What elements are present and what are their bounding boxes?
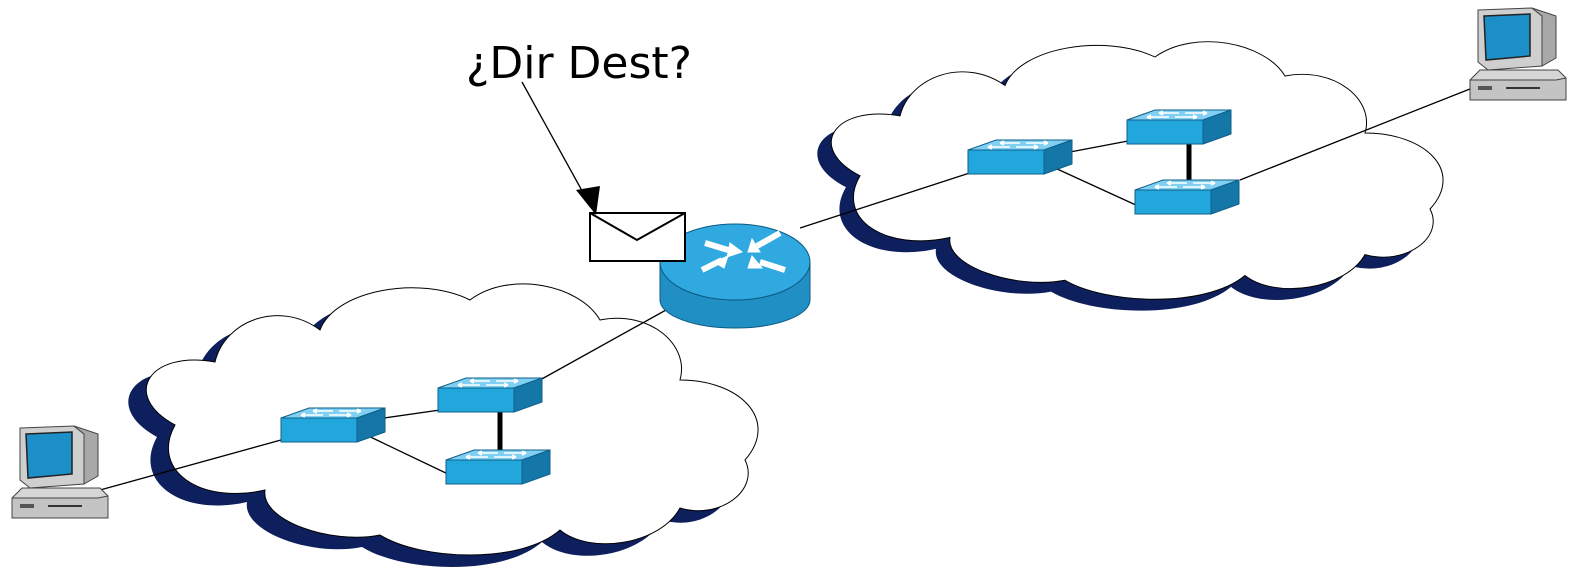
computer-icon-left — [11, 425, 109, 519]
switch-icon — [280, 407, 386, 443]
network-cloud-left — [128, 283, 759, 567]
destination-question-label: ¿Dir Dest? — [466, 38, 692, 89]
switch-icon — [1126, 109, 1232, 145]
switch-icon — [967, 139, 1073, 175]
computer-icon-right — [1469, 7, 1567, 101]
switch-icon — [445, 449, 551, 485]
callout-pointer — [521, 81, 600, 215]
router-icon — [659, 223, 811, 329]
network-cloud-right — [817, 41, 1444, 311]
switch-icon — [437, 377, 543, 413]
network-links — [99, 84, 1481, 491]
switch-icon — [1134, 179, 1240, 215]
envelope-icon — [589, 212, 686, 262]
